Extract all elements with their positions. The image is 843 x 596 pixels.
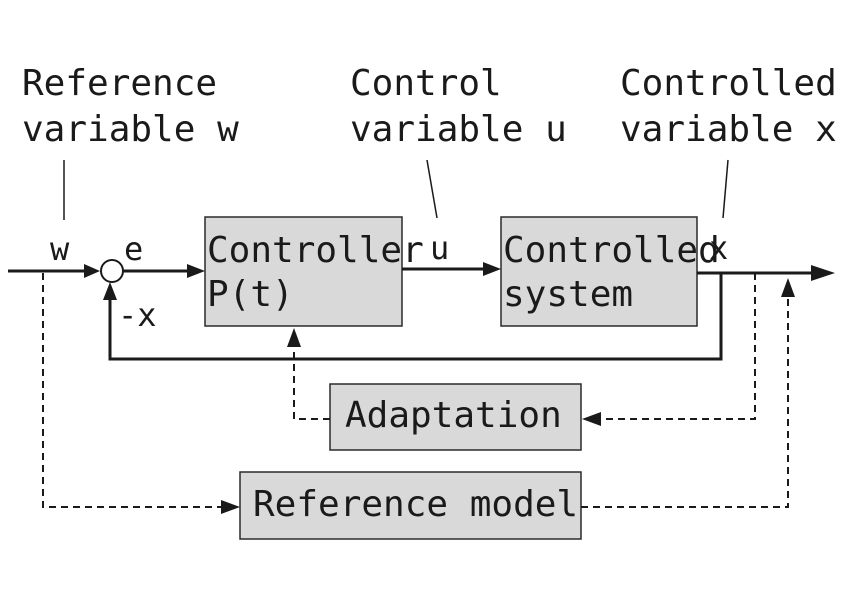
- controller-block: [204, 216, 403, 327]
- controller-label-line1: Controller: [207, 230, 424, 271]
- controlled-system-block: [500, 216, 698, 327]
- adaptation-input-arrow: [582, 412, 601, 426]
- adaptation-output-line: [293, 346, 330, 420]
- system-label-line2: system: [503, 274, 633, 315]
- adaptation-input-line: [600, 273, 756, 420]
- signal-x: x: [709, 229, 728, 267]
- signal-w: w: [50, 230, 70, 268]
- control-label-line2: variable u: [350, 109, 567, 150]
- controlled-label-line1: Controlled: [620, 63, 837, 104]
- signal-u: u: [430, 229, 449, 267]
- feedback-arrow: [103, 282, 117, 300]
- reference-model-output-line: [581, 296, 789, 508]
- control-signal-arrow: [483, 262, 501, 276]
- reference-model-input-line: [42, 273, 222, 508]
- reference-model-block: [239, 471, 582, 540]
- controlled-leader-line: [722, 159, 729, 219]
- signal-minus-x: -x: [118, 296, 157, 334]
- controlled-label-line2: variable x: [620, 109, 837, 150]
- summing-junction: [100, 259, 124, 283]
- system-label-line1: Controlled: [503, 230, 720, 271]
- reference-label-line1: Reference: [22, 63, 217, 104]
- reference-model-input-arrow: [221, 500, 240, 514]
- control-leader-line: [426, 159, 438, 219]
- feedback-line: [108, 273, 723, 361]
- adaptation-label: Adaptation: [345, 395, 562, 436]
- error-arrow: [187, 264, 205, 278]
- adaptation-output-arrow: [287, 328, 301, 347]
- control-label-line1: Control: [350, 63, 502, 104]
- controller-label-line2: P(t): [207, 274, 294, 315]
- output-arrow: [811, 265, 835, 281]
- reference-model-output-arrow: [781, 278, 795, 297]
- input-arrow: [84, 264, 100, 278]
- signal-e: e: [124, 230, 143, 268]
- reference-label-line2: variable w: [22, 109, 239, 150]
- reference-model-label: Reference model: [253, 484, 578, 525]
- adaptation-block: [329, 383, 582, 451]
